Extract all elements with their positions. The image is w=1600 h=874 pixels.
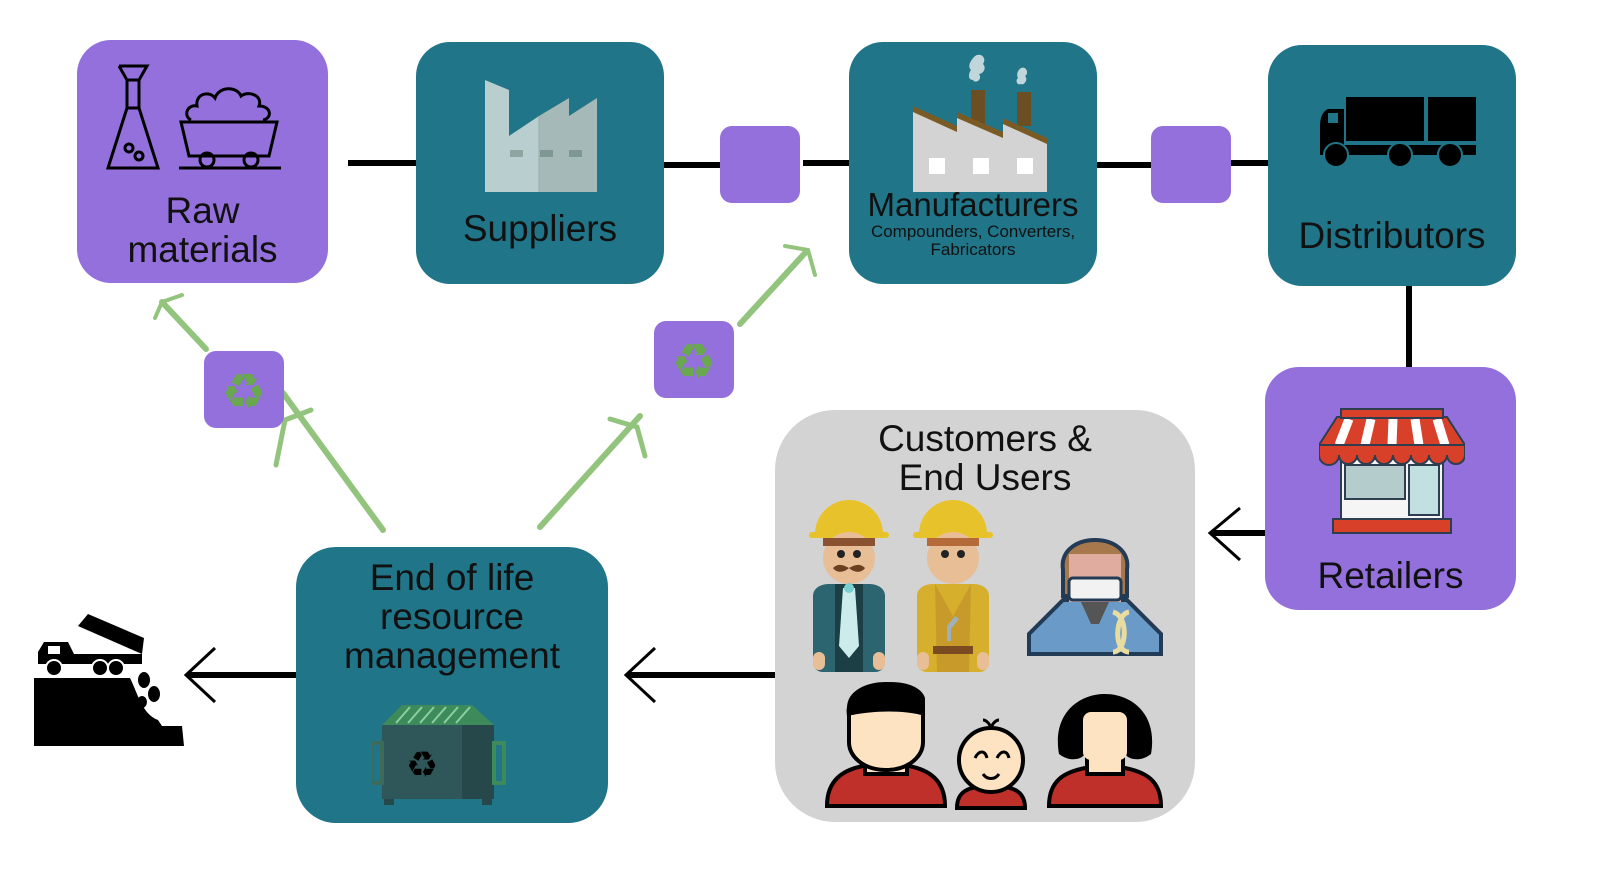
node-customers[interactable]: Customers &End Users [775, 410, 1195, 822]
node-label: Manufacturers [867, 186, 1079, 223]
recycling-dumpster-icon: ♻ [372, 705, 506, 805]
woman-icon [1047, 694, 1163, 808]
node-retailers[interactable]: Retailers [1265, 367, 1516, 610]
dump-truck-landfill-icon [34, 614, 184, 746]
arrowhead [607, 416, 648, 459]
businessman-icon [809, 500, 889, 672]
arrowhead [623, 646, 657, 704]
recycle-arrow-to-manufacturers [737, 250, 808, 327]
man-icon [825, 682, 947, 808]
factory-silhouette-icon [485, 80, 597, 192]
doctor-icon [1027, 538, 1163, 656]
node-label-line: Customers & [878, 418, 1092, 459]
node-manufacturers[interactable]: Manufacturers Compounders, Converters, F… [849, 42, 1097, 284]
arrowhead [153, 293, 184, 320]
truck-icon [1320, 97, 1476, 168]
arrowhead [783, 244, 817, 277]
junction-manufacturers-distributors [1151, 126, 1231, 203]
node-label: Distributors [1298, 215, 1486, 256]
svg-text:♻: ♻ [406, 745, 438, 786]
baby-icon [954, 718, 1028, 810]
svg-text:♻: ♻ [222, 363, 267, 421]
smoking-factory-icon [913, 54, 1047, 192]
recycle-arrow-eol-to-recycle-right [537, 413, 643, 530]
recycle-node-to-manufacturers: ♻ [654, 321, 734, 398]
worker-icon [913, 500, 993, 672]
flask-icon [105, 64, 161, 170]
node-label-line: Raw [165, 190, 240, 231]
arrowhead [1207, 506, 1242, 562]
node-label-line: End Users [898, 456, 1072, 498]
node-sublabel: Fabricators [930, 240, 1016, 260]
node-suppliers[interactable]: Suppliers [416, 42, 664, 284]
arrowhead [273, 407, 314, 468]
storefront-icon [1319, 408, 1465, 534]
node-label-line: materials [127, 228, 278, 270]
node-label: Suppliers [462, 208, 618, 249]
node-distributors[interactable]: Distributors [1268, 45, 1516, 286]
node-sublabel: Compounders, Converters, [870, 221, 1076, 241]
recycle-icon: ♻ [222, 363, 267, 421]
node-label-line: management [344, 634, 560, 676]
mine-cart-icon [179, 87, 281, 170]
svg-text:♻: ♻ [672, 333, 717, 391]
recycle-icon: ♻ [672, 333, 717, 391]
node-label-line: End of life [369, 557, 535, 598]
recycle-node-to-raw-materials: ♻ [204, 351, 284, 428]
junction-suppliers-manufacturers [720, 126, 800, 203]
recycle-arrow-to-raw-materials [159, 299, 209, 352]
arrowhead [183, 646, 217, 704]
node-label-line: resource [380, 595, 524, 637]
node-label: Retailers [1317, 555, 1464, 596]
